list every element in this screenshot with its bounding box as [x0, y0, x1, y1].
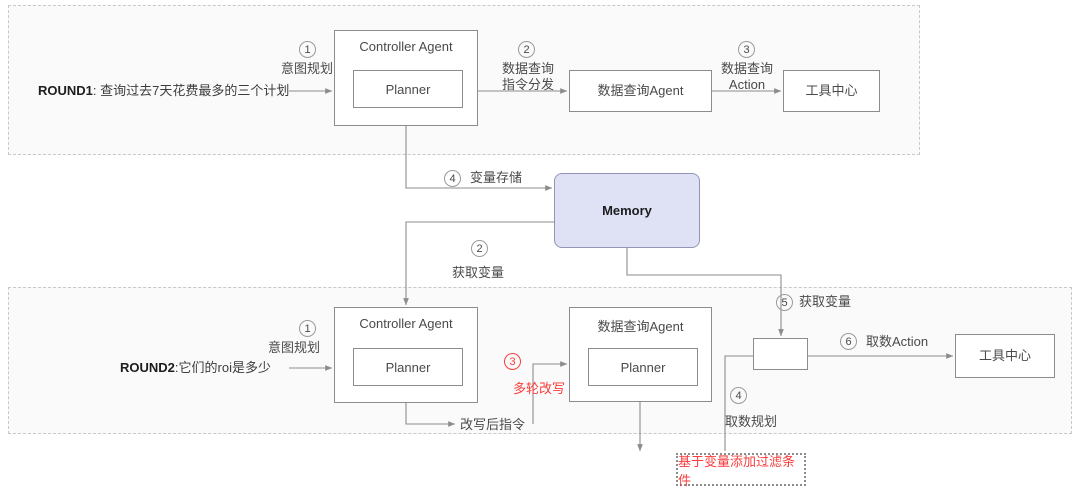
round2-step-6-label: 取数Action: [866, 334, 929, 349]
round1-step-2-marker: 2: [518, 41, 535, 58]
round1-data-query-agent[interactable]: 数据查询Agent: [569, 70, 712, 112]
round2-step-3-label: 多轮改写: [513, 381, 566, 396]
round2-data-query-agent-title: 数据查询Agent: [597, 319, 684, 334]
round1-data-query-agent-label: 数据查询Agent: [597, 82, 684, 98]
round2-controller-planner[interactable]: Planner: [353, 348, 463, 386]
round1-step-2-label: 数据查询 指令分发: [497, 61, 559, 94]
round1-step-1-marker: 1: [299, 41, 316, 58]
memory-fetch-step-marker: 2: [471, 240, 488, 257]
round1-step-1-label: 意图规划: [281, 61, 334, 76]
round2-step-3-marker: 3: [504, 353, 521, 370]
round1-controller-planner-label: Planner: [385, 81, 431, 97]
step-number: 3: [743, 43, 750, 56]
round2-controller-planner-label: Planner: [385, 359, 431, 375]
round2-tool-center-label: 工具中心: [978, 347, 1031, 363]
round2-prompt: ROUND2:它们的roi是多少: [120, 360, 271, 376]
round1-controller-agent-title: Controller Agent: [359, 39, 453, 54]
memory-node-label: Memory: [602, 203, 652, 218]
round1-prompt: ROUND1: 查询过去7天花费最多的三个计划: [38, 83, 289, 99]
memory-fetch-right-step-marker: 5: [776, 294, 793, 311]
memory-store-step-label: 变量存储: [470, 170, 523, 185]
round2-prompt-sep: :: [174, 360, 179, 375]
step-number: 2: [523, 43, 530, 56]
round2-data-query-agent[interactable]: 数据查询Agent Planner: [569, 307, 712, 402]
round2-prompt-text: 它们的roi是多少: [178, 360, 271, 375]
memory-fetch-right-step-label: 获取变量: [799, 294, 852, 309]
round2-step-4-marker: 4: [730, 387, 747, 404]
round1-step-3-label-line2: Action: [728, 77, 766, 93]
round1-step-2-label-line1: 数据查询: [501, 61, 554, 76]
filter-condition-note-label: 基于变量添加过滤条件: [678, 453, 796, 488]
memory-node[interactable]: Memory: [554, 173, 700, 248]
memory-store-step-marker: 4: [444, 170, 461, 187]
round1-prompt-text: 查询过去7天花费最多的三个计划: [100, 83, 290, 98]
step-number: 5: [781, 296, 788, 309]
step-number: 3: [509, 355, 516, 368]
round1-step-3-label: 数据查询 Action: [716, 61, 778, 94]
round2-relay-box[interactable]: [753, 338, 808, 370]
round2-step-6-marker: 6: [840, 333, 857, 350]
round2-prompt-prefix: ROUND2: [120, 360, 175, 375]
round1-step-3-marker: 3: [738, 41, 755, 58]
step-number: 2: [476, 242, 483, 255]
round1-prompt-prefix: ROUND1: [38, 83, 93, 98]
filter-condition-note: 基于变量添加过滤条件: [676, 453, 806, 488]
round1-tool-center[interactable]: 工具中心: [783, 70, 880, 112]
round1-tool-center-label: 工具中心: [805, 82, 858, 98]
round2-tool-center[interactable]: 工具中心: [955, 334, 1055, 378]
step-number: 6: [845, 335, 852, 348]
round2-step-4-label: 取数规划: [725, 414, 778, 429]
step-number: 1: [304, 43, 311, 56]
round2-controller-agent[interactable]: Controller Agent Planner: [334, 307, 478, 403]
round1-prompt-sep: :: [92, 83, 101, 98]
round1-step-3-label-line1: 数据查询: [720, 61, 773, 76]
round1-controller-agent[interactable]: Controller Agent Planner: [334, 30, 478, 126]
step-number: 1: [304, 322, 311, 335]
round1-controller-planner[interactable]: Planner: [353, 70, 463, 108]
round1-step-2-label-line2: 指令分发: [501, 77, 554, 93]
round2-data-query-planner-label: Planner: [620, 359, 666, 375]
step-number: 4: [735, 389, 742, 402]
memory-fetch-step-label: 获取变量: [452, 265, 505, 280]
step-number: 4: [449, 172, 456, 185]
round2-rewritten-instruction-label: 改写后指令: [460, 417, 526, 432]
round2-data-query-planner[interactable]: Planner: [588, 348, 698, 386]
round2-controller-agent-title: Controller Agent: [359, 316, 453, 331]
round2-step-1-label: 意图规划: [268, 340, 321, 355]
round2-step-1-marker: 1: [299, 320, 316, 337]
